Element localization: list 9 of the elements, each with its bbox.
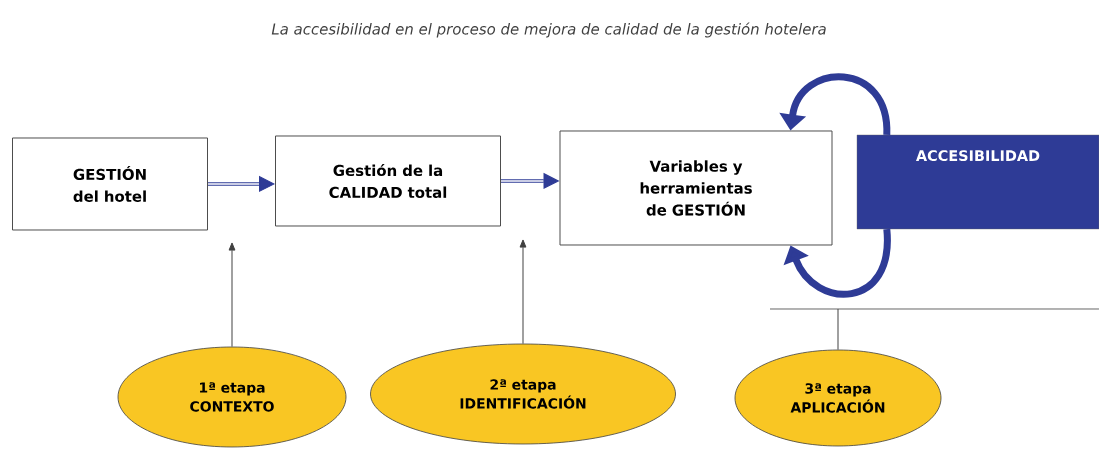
process-box: Gestión de la CALIDAD total — [275, 135, 501, 227]
arrow — [519, 239, 527, 345]
process-box: GESTIÓN del hotel — [12, 137, 208, 231]
title: La accesibilidad en el proceso de mejora de calidad de la gestión hotelera — [271, 22, 826, 38]
highlight-box: ACCESIBILIDAD — [856, 134, 1099, 230]
arrow — [207, 176, 275, 192]
arrow — [500, 173, 559, 189]
arrow — [228, 242, 236, 348]
process-box: Variables y herramientas de GESTIÓN — [559, 130, 833, 246]
